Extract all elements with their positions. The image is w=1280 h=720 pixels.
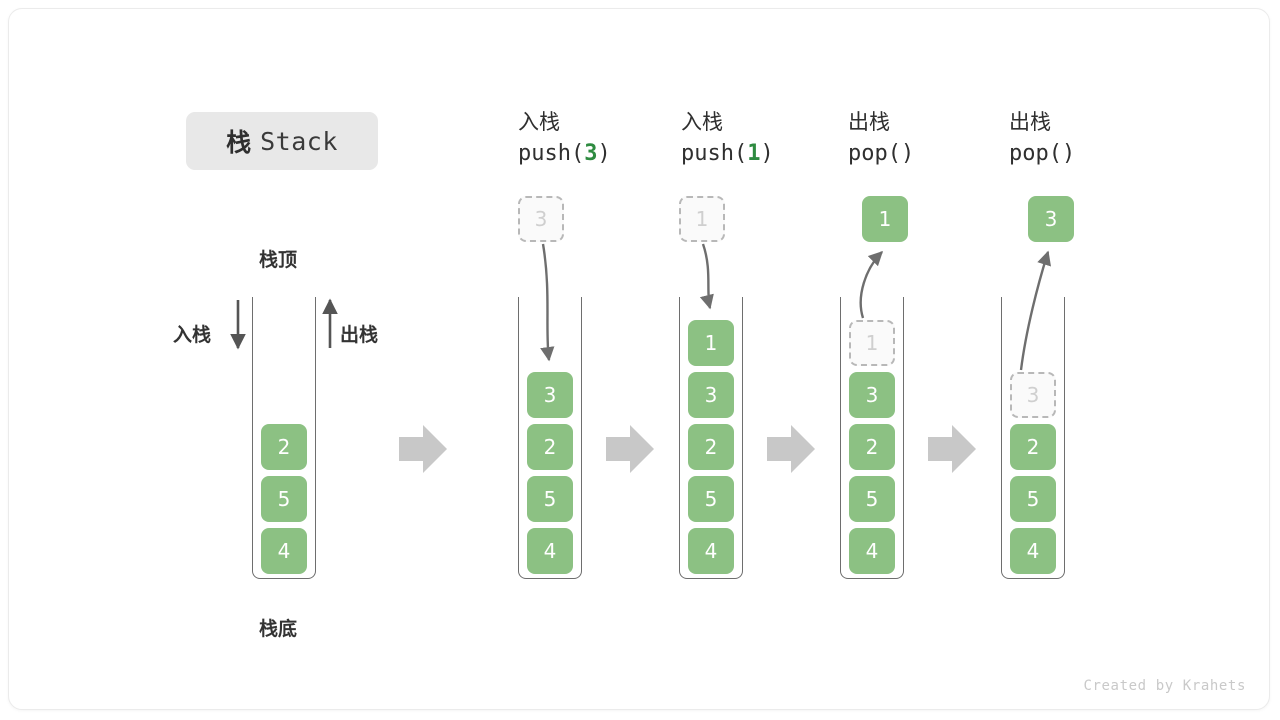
stack-cell: 3 — [1010, 372, 1056, 418]
header-code-pop-2: pop() — [1009, 140, 1076, 166]
header-cn-pop-1: 出栈 — [848, 110, 890, 134]
stack-top-label: 栈顶 — [259, 249, 298, 271]
column-header-pop-2: 出栈 pop() — [1009, 108, 1075, 169]
pop-direction-label: 出栈 — [340, 324, 379, 346]
stack-cell: 1 — [849, 320, 895, 366]
stack-cell: 4 — [527, 528, 573, 574]
stack-cell: 1 — [688, 320, 734, 366]
stack-cell: 2 — [849, 424, 895, 470]
stack-cell: 5 — [688, 476, 734, 522]
column-header-push-3: 入栈 push(3) — [518, 108, 611, 169]
stack-cell: 3 — [527, 372, 573, 418]
header-cn-pop-2: 出栈 — [1009, 110, 1051, 134]
header-code-push-3: push(3) — [518, 140, 611, 166]
title-en: Stack — [260, 126, 338, 156]
stack-cell: 5 — [1010, 476, 1056, 522]
header-arg-push-1: 1 — [747, 140, 761, 166]
header-cn-push-1: 入栈 — [681, 110, 723, 134]
stack-cell: 2 — [527, 424, 573, 470]
stack-cell: 5 — [849, 476, 895, 522]
header-cn-push-3: 入栈 — [518, 110, 560, 134]
stack-tube-pop-1 — [840, 297, 904, 579]
stack-cell: 2 — [1010, 424, 1056, 470]
push-direction-label: 入栈 — [173, 324, 212, 346]
stack-cell: 3 — [849, 372, 895, 418]
header-code-pop-1: pop() — [848, 140, 915, 166]
title-badge: 栈 Stack — [186, 112, 378, 170]
header-arg-push-3: 3 — [584, 140, 598, 166]
stack-tube-initial — [252, 297, 316, 579]
stack-tube-push-1 — [679, 297, 743, 579]
title-cn: 栈 — [226, 128, 252, 157]
stack-cell: 4 — [261, 528, 307, 574]
popped-value-cell: 3 — [1028, 196, 1074, 242]
stack-cell: 5 — [527, 476, 573, 522]
popped-value-cell: 1 — [862, 196, 908, 242]
credit-text: Created by Krahets — [1083, 678, 1246, 694]
stack-cell: 4 — [688, 528, 734, 574]
incoming-value-cell: 1 — [679, 196, 725, 242]
stack-cell: 4 — [849, 528, 895, 574]
stack-cell: 4 — [1010, 528, 1056, 574]
stack-tube-push-3 — [518, 297, 582, 579]
stack-tube-pop-2 — [1001, 297, 1065, 579]
stack-cell: 2 — [688, 424, 734, 470]
incoming-value-cell: 3 — [518, 196, 564, 242]
column-header-pop-1: 出栈 pop() — [848, 108, 914, 169]
column-header-push-1: 入栈 push(1) — [681, 108, 774, 169]
stack-cell: 3 — [688, 372, 734, 418]
stack-cell: 2 — [261, 424, 307, 470]
stack-cell: 5 — [261, 476, 307, 522]
header-code-push-1: push(1) — [681, 140, 774, 166]
stack-bottom-label: 栈底 — [259, 618, 298, 640]
